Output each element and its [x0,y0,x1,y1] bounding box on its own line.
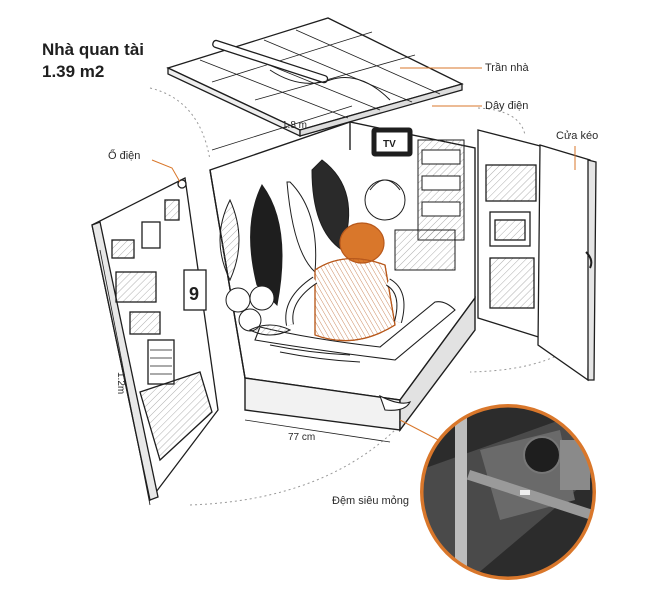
page-subtitle: 1.39 m2 [42,62,105,81]
ceiling-panel [166,17,464,138]
page-title: Nhà quan tài [42,40,145,59]
photo-inset [420,404,596,580]
interior-items: TV [219,127,465,332]
calendar-number: 9 [189,284,199,304]
sliding-door-label: Cửa kéo [556,130,599,142]
mattress [248,301,456,411]
socket-label: Ổ điện [108,150,141,162]
ceiling-label: Trần nhà [485,62,529,74]
mattress-label: Đệm siêu mỏng [332,495,410,507]
wire-label: Dây điện [485,100,529,112]
right-door [477,129,597,382]
dimension-lines [99,105,391,506]
width-dimension-label: 77 cm [288,432,316,443]
person-figure [285,222,405,342]
tv-label: TV [383,139,396,150]
left-door: 9 [91,177,219,502]
length-dimension-label: 1.8 m [282,120,308,131]
height-dimension-label: 1.2m [115,372,126,394]
